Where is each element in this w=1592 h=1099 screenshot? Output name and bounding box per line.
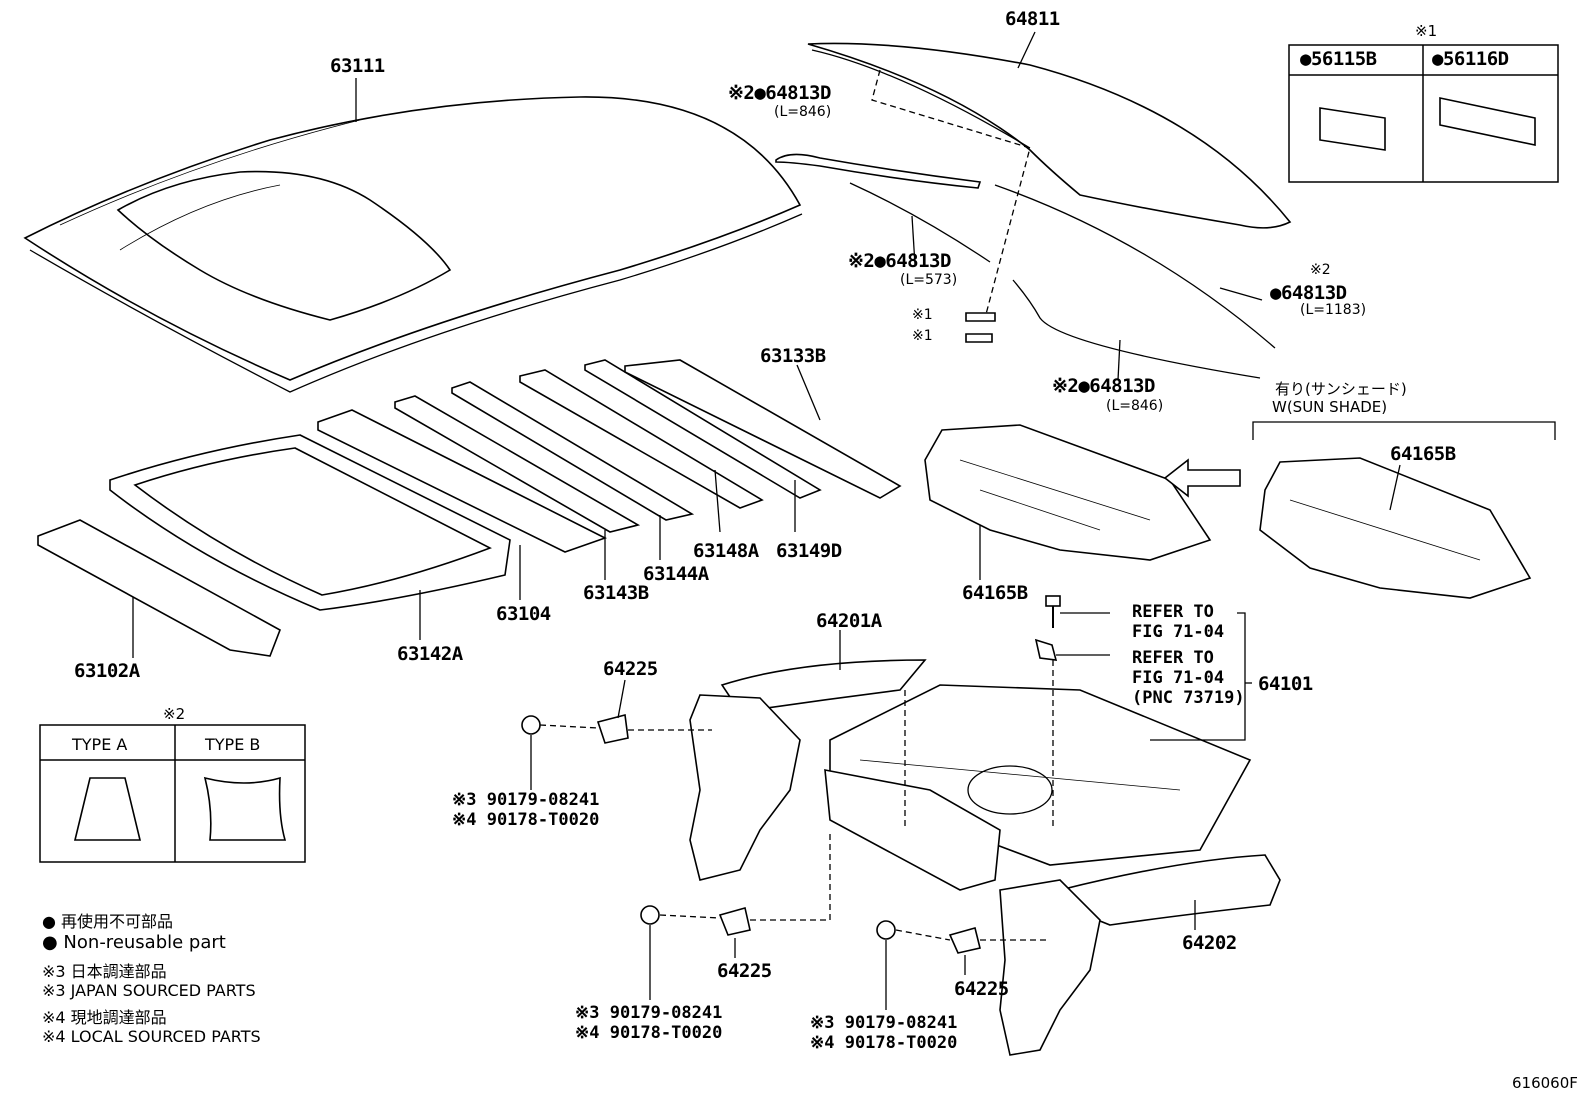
figure-code: 616060F (1512, 1074, 1578, 1092)
windshield-drawing (807, 42, 1292, 319)
label-64225-right: 64225 (954, 978, 1009, 1000)
bracket-64225-right (948, 927, 981, 954)
legend-line-6: ※4 LOCAL SOURCED PARTS (42, 1027, 261, 1046)
inset2-type-b: TYPE B (205, 735, 261, 754)
label-64813d-d: ※2●64813D (1052, 375, 1155, 397)
moulding-strips-drawing (775, 153, 1276, 379)
type-a-shape (73, 777, 142, 841)
legend-line-3: ※3 日本調達部品 (42, 962, 167, 981)
lower-panel-drawing (824, 769, 1001, 891)
label-64165b-left: 64165B (962, 582, 1028, 604)
inset1-mark: ※1 (1415, 22, 1438, 40)
dashed-leader-lines (539, 660, 1054, 941)
inset-box-2 (39, 724, 306, 863)
label-63142a: 63142A (397, 643, 463, 665)
sunshade-right-drawing (1259, 457, 1532, 599)
clip-drawing (1034, 638, 1058, 661)
refer-to-2-line2: FIG 71-04 (1132, 668, 1225, 688)
label-fastener-c2: ※4 90178-T0020 (810, 1033, 958, 1053)
leader-lines (132, 31, 1401, 1010)
roof-rail-drawing (720, 659, 927, 713)
label-64225-mid: 64225 (717, 960, 772, 982)
roof-bows-drawing (37, 359, 902, 657)
label-63111: 63111 (330, 55, 385, 77)
label-64813d-c-length: (L=1183) (1300, 302, 1367, 318)
label-63149d: 63149D (776, 540, 842, 562)
bracket-64225-top (596, 713, 629, 744)
sunshade-note-jp: 有り(サンシェード) (1275, 380, 1407, 398)
label-fastener-a1: ※3 90179-08241 (452, 790, 600, 810)
label-ref1-b: ※1 (912, 328, 933, 344)
label-64813d-a-length: (L=846) (774, 104, 832, 120)
label-fastener-a2: ※4 90178-T0020 (452, 810, 600, 830)
roof-panel-drawing (23, 96, 803, 393)
label-63144a: 63144A (643, 563, 709, 585)
bracket-64225-mid (718, 907, 751, 936)
nut-right (876, 920, 896, 940)
sunshade-bracket (1252, 421, 1556, 440)
label-64811: 64811 (1005, 8, 1060, 30)
panel-64202-drawing (1059, 854, 1281, 926)
label-64201a: 64201A (816, 610, 882, 632)
label-63143b: 63143B (583, 582, 649, 604)
inset1-col-a: ●56115B (1300, 48, 1377, 70)
legend-line-1: ● 再使用不可部品 (42, 912, 174, 931)
inset2-mark: ※2 (163, 705, 186, 723)
inset2-type-a: TYPE A (72, 735, 128, 754)
inset1-col-b: ●56116D (1432, 48, 1509, 70)
label-63104: 63104 (496, 603, 551, 625)
label-64165b-right: 64165B (1390, 443, 1456, 465)
label-64813d-c-mark: ※2 (1310, 262, 1331, 278)
type-b-shape (203, 776, 287, 841)
label-ref1-a: ※1 (912, 307, 933, 323)
pillar-left-drawing (689, 694, 801, 881)
label-64101: 64101 (1258, 673, 1313, 695)
label-64813d-b: ※2●64813D (848, 250, 951, 272)
refer-to-1-line2: FIG 71-04 (1132, 622, 1225, 642)
nut-mid (640, 905, 660, 925)
legend-line-5: ※4 現地調達部品 (42, 1008, 167, 1027)
inset-box-1 (1288, 44, 1559, 183)
legend-line-4: ※3 JAPAN SOURCED PARTS (42, 981, 256, 1000)
label-63133b: 63133B (760, 345, 826, 367)
label-64202: 64202 (1182, 932, 1237, 954)
label-64813d-b-length: (L=573) (900, 272, 958, 288)
label-64813d-d-length: (L=846) (1106, 398, 1164, 414)
label-64225-top: 64225 (603, 658, 658, 680)
label-fastener-c1: ※3 90179-08241 (810, 1013, 958, 1033)
pillar-right-drawing (999, 879, 1101, 1056)
label-64813d-a: ※2●64813D (728, 82, 831, 104)
direction-arrow (1163, 458, 1241, 498)
refer-to-2-line1: REFER TO (1132, 648, 1214, 668)
sunshade-note-en: W(SUN SHADE) (1272, 398, 1388, 416)
label-63148a: 63148A (693, 540, 759, 562)
nut-top (521, 715, 541, 735)
label-63102a: 63102A (74, 660, 140, 682)
label-fastener-b2: ※4 90178-T0020 (575, 1023, 723, 1043)
label-fastener-b1: ※3 90179-08241 (575, 1003, 723, 1023)
refer-to-1-line1: REFER TO (1132, 602, 1214, 622)
sunshade-left-drawing (924, 424, 1212, 561)
bolt-drawing (1045, 595, 1061, 628)
legend-line-2: ● Non-reusable part (42, 932, 226, 953)
label-64813d-c: ●64813D (1270, 282, 1347, 304)
refer-to-2-line3: (PNC 73719) (1132, 688, 1245, 708)
